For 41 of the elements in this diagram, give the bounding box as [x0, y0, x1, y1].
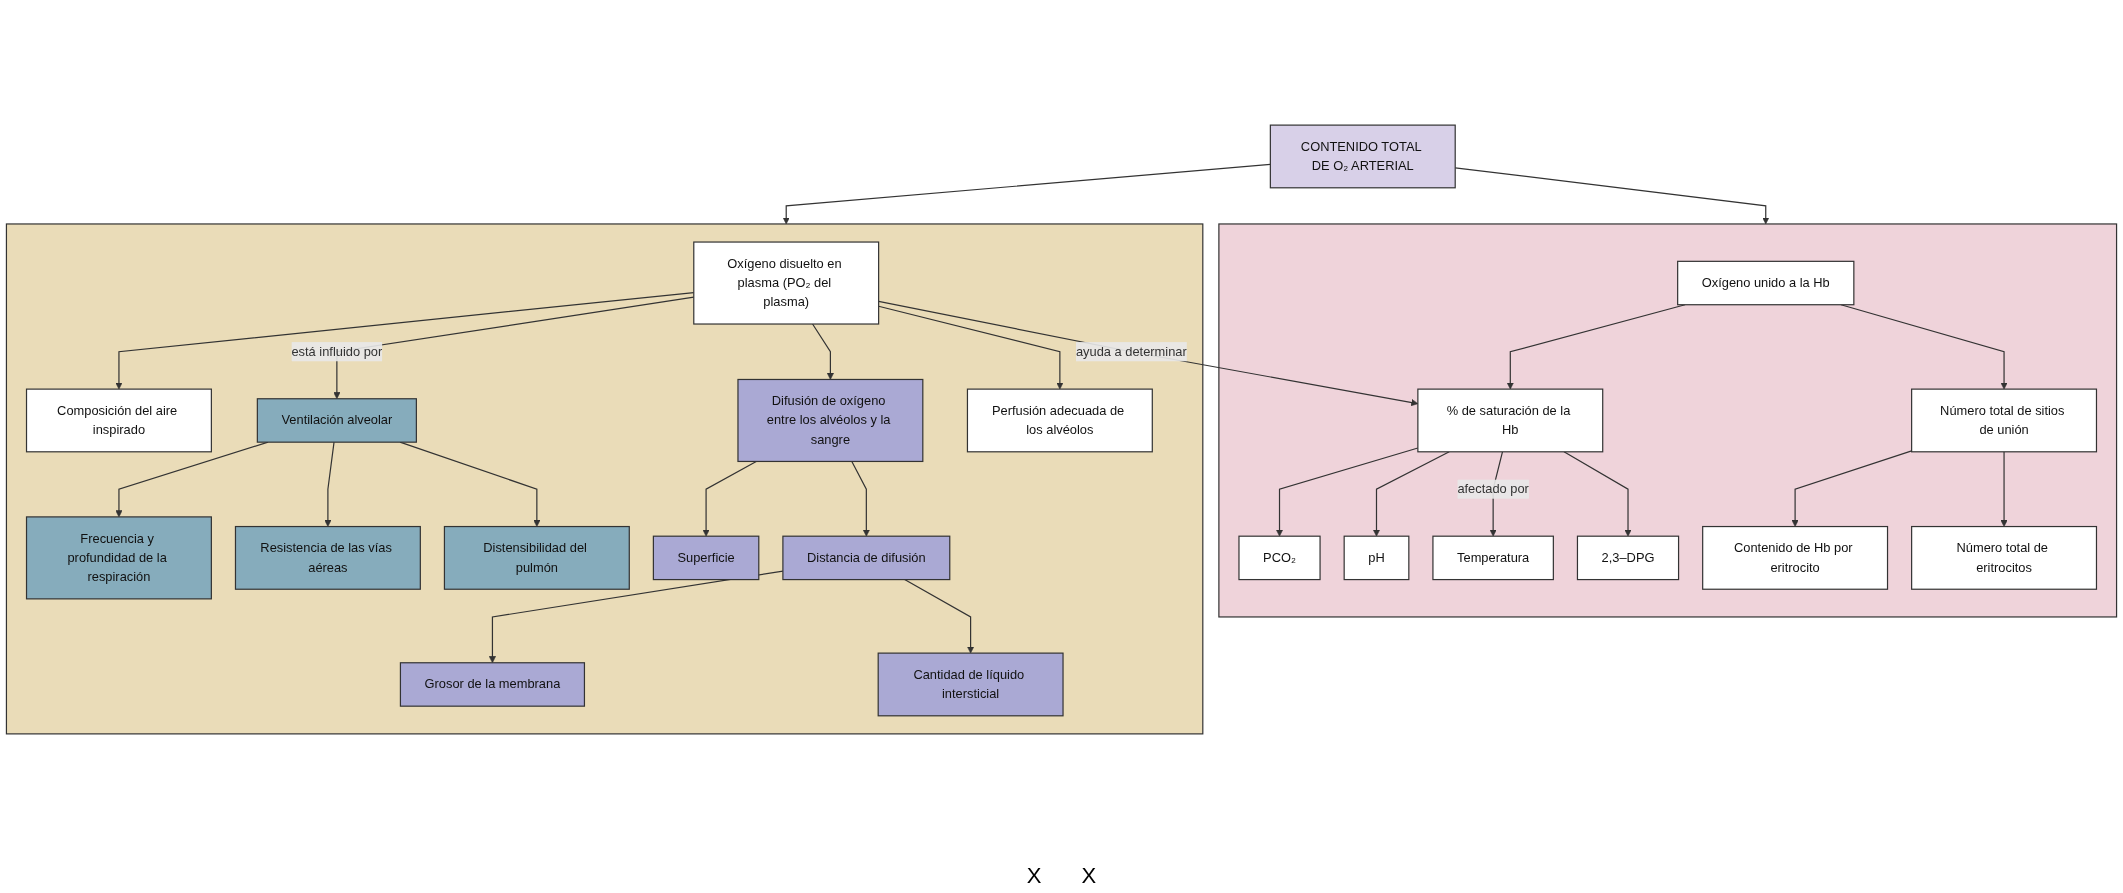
arrow [1372, 451, 1450, 537]
node-box: CONTENIDO TOTAL DE O₂ ARTERIAL [1269, 124, 1456, 189]
node-box: 2,3–DPG [1576, 535, 1680, 581]
node-box: Difusión de oxígeno entre los alvéolos y la sangre [737, 378, 924, 463]
node-box: Oxígeno disuelto en plasma (PO₂ del plasma) [693, 241, 880, 325]
node-box: Ventilación alveolar [256, 398, 417, 443]
node-box: % de saturación de la Hb [1417, 388, 1604, 453]
cluster [1218, 223, 2118, 618]
node-box: PCO₂ [1238, 535, 1321, 581]
edge-label: ayuda a determinar [1075, 344, 1187, 359]
multiplication-sign: X [1081, 863, 1097, 889]
node-box: Temperatura [1432, 535, 1554, 581]
node-box: Número total de eritrocitos [1911, 525, 2098, 590]
arrow [1840, 304, 2008, 390]
arrow [1791, 450, 1913, 527]
node-box: Frecuencia y profundidad de la respiración [25, 516, 212, 600]
arrow [324, 441, 335, 527]
node-box: Distancia de difusión [782, 535, 951, 581]
node-box: Grosor de la membrana [399, 662, 586, 707]
arrow [811, 323, 834, 380]
node-box: Distensibilidad del pulmón [443, 525, 630, 590]
node-box: Cantidad de líquido intersticial [877, 652, 1064, 717]
arrow [782, 163, 1271, 225]
node-box: Número total de sitios de unión [1911, 388, 2098, 453]
edge-label: está influido por [291, 344, 383, 359]
arrow [2000, 451, 2008, 527]
node-box: Composición del aire inspirado [25, 388, 212, 453]
edge-label: afectado por [1457, 481, 1529, 496]
node-box: Contenido de Hb por eritrocito [1702, 525, 1889, 590]
cluster [5, 223, 1204, 735]
node-box: pH [1343, 535, 1410, 581]
node-box: Resistencia de las vías aéreas [234, 525, 421, 590]
arrow [851, 460, 870, 537]
node-box: Superficie [652, 535, 760, 581]
multiplication-sign: X [1026, 863, 1042, 889]
arrow [904, 579, 975, 654]
node-box: Perfusión adecuada de los alvéolos [966, 388, 1153, 453]
node-box: Oxígeno unido a la Hb [1677, 260, 1855, 306]
arrow [1563, 451, 1632, 537]
arrow [878, 305, 1064, 390]
arrow [702, 460, 757, 537]
